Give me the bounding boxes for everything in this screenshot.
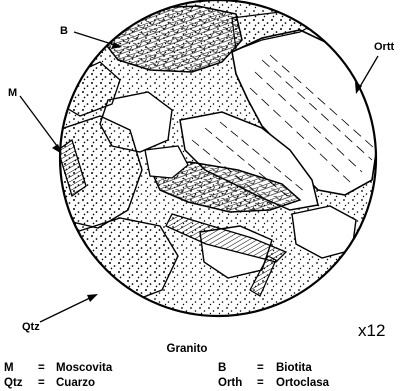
quartz-arrowhead bbox=[87, 294, 98, 302]
legend-abbr-quartz: Qtz bbox=[4, 377, 23, 389]
legend-abbr-orthoclase: Orth bbox=[218, 377, 242, 389]
legend-name-quartz: Cuarzo bbox=[56, 377, 95, 389]
mineral-legend: M = Moscovita B = Biotita Qtz = Cuarzo O… bbox=[4, 362, 330, 389]
quartz-arrow-line bbox=[40, 296, 94, 322]
legend-name-biotite: Biotita bbox=[276, 362, 312, 374]
figure-caption: Granito bbox=[167, 343, 208, 355]
muscovite-arrow-line bbox=[20, 96, 60, 150]
legend-name-muscovite: Moscovita bbox=[56, 362, 113, 374]
legend-eq-muscovite: = bbox=[38, 362, 45, 374]
legend-abbr-biotite: B bbox=[218, 362, 226, 374]
biotite-grain-top bbox=[104, 6, 242, 72]
magnification-label: x12 bbox=[358, 321, 385, 340]
biotite-marker-label: B bbox=[60, 25, 68, 37]
orthoclase-marker-label: Ortt bbox=[374, 41, 395, 53]
legend-abbr-muscovite: M bbox=[4, 362, 14, 374]
orthoclase-arrow-line bbox=[358, 56, 378, 90]
legend-eq-biotite: = bbox=[257, 362, 264, 374]
legend-eq-orthoclase: = bbox=[257, 377, 264, 389]
legend-eq-quartz: = bbox=[38, 377, 45, 389]
muscovite-marker-label: M bbox=[8, 87, 17, 99]
legend-name-orthoclase: Ortoclasa bbox=[276, 377, 330, 389]
quartz-marker-label: Qtz bbox=[22, 321, 40, 333]
thin-section-view bbox=[52, 0, 385, 320]
biotite-arrow-line bbox=[74, 32, 118, 46]
